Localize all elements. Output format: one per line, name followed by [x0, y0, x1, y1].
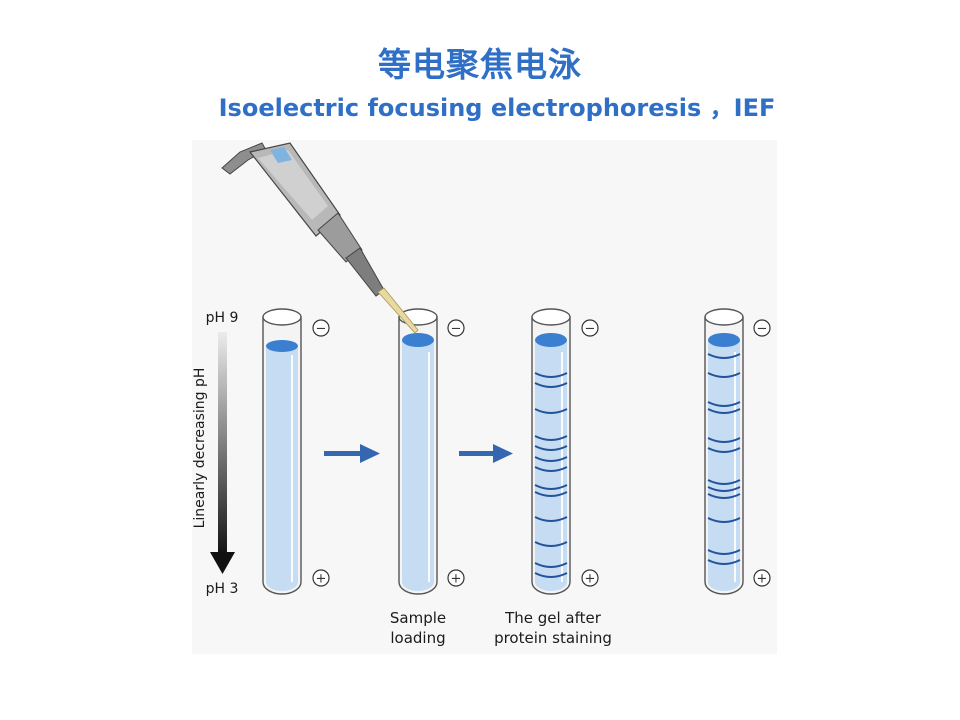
- protein-bands: [534, 372, 568, 578]
- negative-electrode-icon: [581, 319, 599, 337]
- protein-band: [534, 516, 568, 522]
- protein-band: [707, 437, 741, 443]
- protein-band: [534, 435, 568, 441]
- process-arrow-2: [459, 444, 513, 463]
- protein-band: [534, 445, 568, 451]
- protein-band: [707, 408, 741, 414]
- protein-bands: [707, 353, 741, 565]
- title-english: Isoelectric focusing electrophoresis ，IE…: [218, 94, 776, 122]
- protein-band: [534, 408, 568, 414]
- protein-band: [707, 479, 741, 485]
- gel-top-surface: [266, 340, 298, 352]
- protein-band: [534, 541, 568, 547]
- svg-text:+: +: [585, 572, 596, 587]
- ph-bottom-label: pH 3: [206, 581, 239, 597]
- figure-panel: pH 9 pH 3 Linearly decreasing pH − +: [192, 140, 777, 654]
- pipette-icon: [221, 142, 419, 334]
- gel-top-surface: [402, 333, 434, 347]
- positive-electrode-icon: [753, 569, 771, 587]
- positive-electrode-icon: [581, 569, 599, 587]
- ph-gradient-bar: [218, 332, 227, 556]
- protein-band: [707, 517, 741, 523]
- protein-band: [707, 372, 741, 378]
- ph-axis-label: Linearly decreasing pH: [192, 368, 208, 529]
- tube-4: − +: [704, 308, 771, 595]
- protein-band: [534, 491, 568, 497]
- svg-text:−: −: [316, 322, 327, 337]
- process-arrow-1: [324, 444, 380, 463]
- positive-electrode-icon: [312, 569, 330, 587]
- positive-electrode-icon: [447, 569, 465, 587]
- svg-text:−: −: [585, 322, 596, 337]
- ph-top-label: pH 9: [206, 310, 239, 326]
- svg-text:+: +: [451, 572, 462, 587]
- protein-band: [707, 559, 741, 565]
- negative-electrode-icon: [312, 319, 330, 337]
- protein-band: [707, 486, 741, 492]
- protein-band: [707, 493, 741, 499]
- tube-opening: [704, 308, 744, 326]
- protein-band: [534, 456, 568, 462]
- negative-electrode-icon: [753, 319, 771, 337]
- tube-2-caption-line-2: loading: [390, 629, 445, 647]
- protein-band: [534, 372, 568, 378]
- tube-opening: [262, 308, 302, 326]
- protein-band: [534, 562, 568, 568]
- tube-3-caption-line-2: protein staining: [494, 629, 612, 647]
- protein-band: [534, 572, 568, 578]
- ief-diagram: pH 9 pH 3 Linearly decreasing pH − +: [192, 142, 771, 647]
- protein-band: [534, 382, 568, 388]
- protein-band: [707, 447, 741, 453]
- tube-2: − + Sample loading: [390, 308, 465, 647]
- protein-band: [707, 353, 741, 359]
- gel-top-surface: [708, 333, 740, 347]
- title-chinese: 等电聚焦电泳: [378, 45, 582, 84]
- tube-2-caption-line-1: Sample: [390, 609, 446, 627]
- protein-band: [534, 484, 568, 490]
- svg-text:−: −: [757, 322, 768, 337]
- tube-3-caption-line-1: The gel after: [504, 609, 602, 627]
- negative-electrode-icon: [447, 319, 465, 337]
- protein-band: [534, 466, 568, 472]
- svg-text:+: +: [316, 572, 327, 587]
- protein-band: [707, 401, 741, 407]
- svg-text:+: +: [757, 572, 768, 587]
- svg-text:−: −: [451, 322, 462, 337]
- tube-opening: [531, 308, 571, 326]
- ph-arrow-head: [210, 552, 235, 574]
- protein-band: [707, 549, 741, 555]
- gel-top-surface: [535, 333, 567, 347]
- tube-3: − + The gel after protein staining: [494, 308, 612, 647]
- tube-1: − +: [262, 308, 330, 595]
